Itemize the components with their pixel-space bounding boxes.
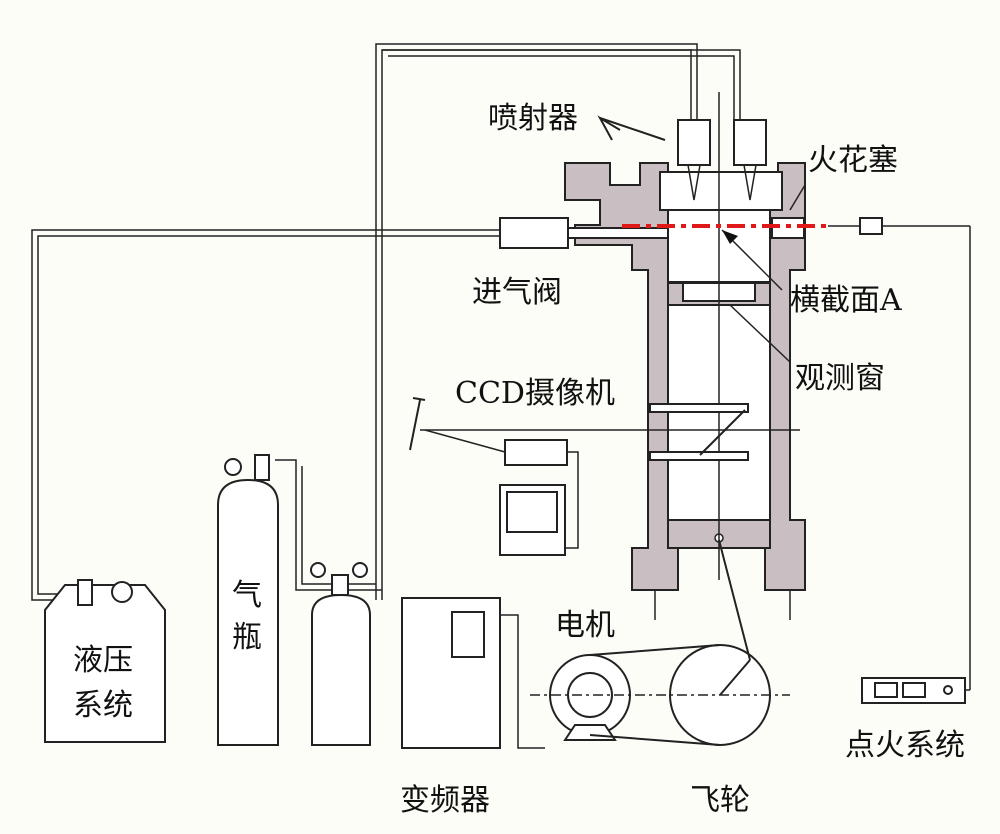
label-ignition-system: 点火系统 bbox=[845, 728, 965, 763]
label-injector: 喷射器 bbox=[488, 101, 578, 136]
label-flywheel: 飞轮 bbox=[690, 783, 750, 818]
engine bbox=[420, 92, 828, 620]
drive-system bbox=[401, 539, 790, 749]
gas-bottles bbox=[217, 454, 371, 746]
ccd-camera-system bbox=[409, 397, 579, 556]
label-cross-section: 横截面A bbox=[790, 283, 902, 318]
ccd-camera bbox=[504, 439, 568, 466]
label-motor: 电机 bbox=[555, 608, 615, 643]
ignition-system bbox=[861, 677, 966, 704]
injector-left bbox=[677, 119, 711, 166]
hydraulic-unit bbox=[44, 579, 166, 743]
label-intake-valve: 进气阀 bbox=[472, 275, 562, 310]
label-spark-plug: 火花塞 bbox=[808, 143, 898, 178]
leader-lines bbox=[597, 115, 971, 691]
label-hydraulic-2: 系统 bbox=[73, 688, 133, 723]
label-gas-bottle-2: 瓶 bbox=[232, 620, 262, 655]
injector-right bbox=[733, 119, 767, 166]
label-inverter: 变频器 bbox=[400, 783, 490, 818]
label-gas-bottle-1: 气 bbox=[232, 578, 262, 613]
label-observation-window: 观测窗 bbox=[795, 361, 885, 396]
label-ccd-camera: CCD摄像机 bbox=[455, 376, 615, 411]
intake-valve bbox=[499, 217, 569, 249]
hydraulic-pipes bbox=[31, 43, 741, 601]
label-hydraulic-1: 液压 bbox=[73, 643, 133, 678]
